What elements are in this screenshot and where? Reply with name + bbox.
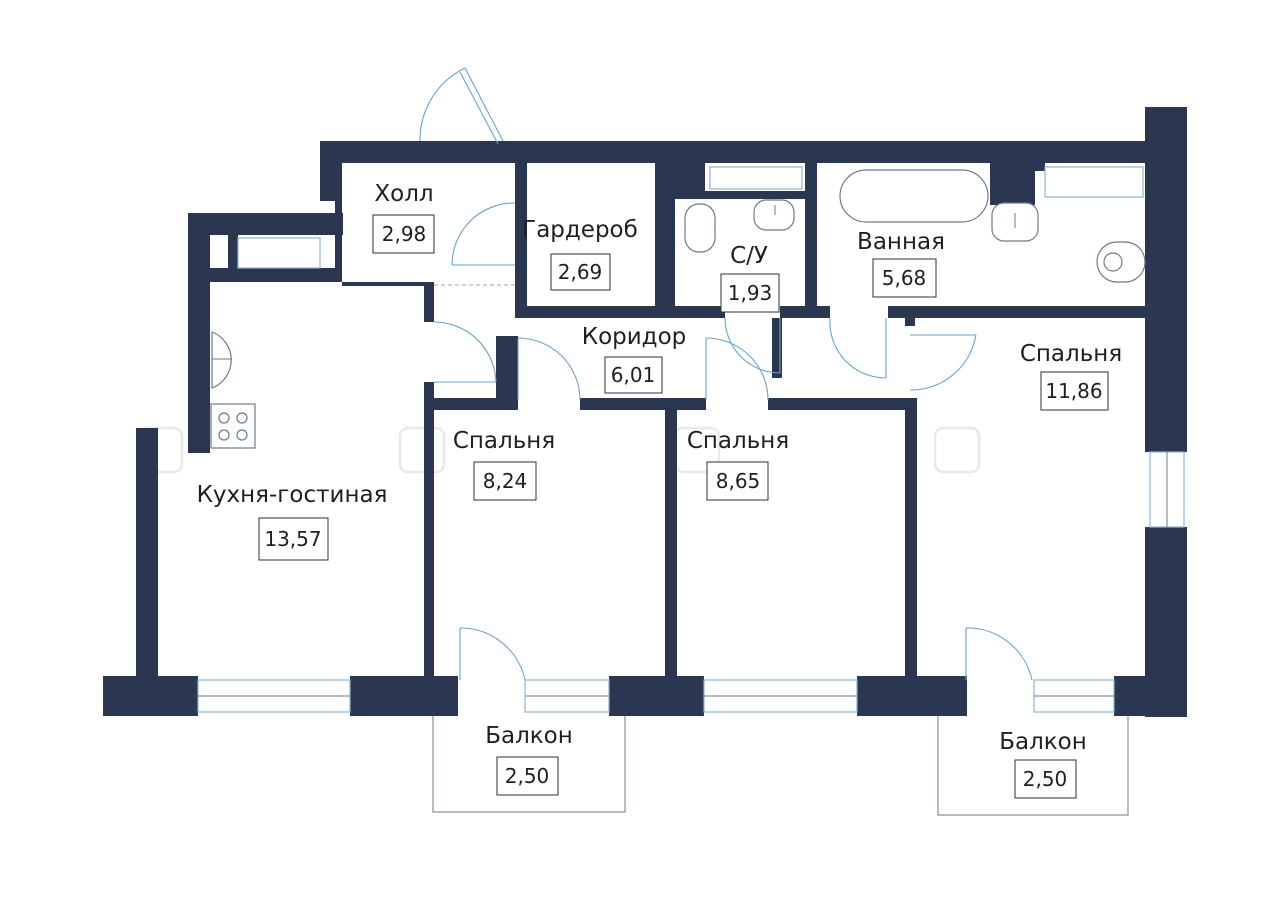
- bathtub: [839, 169, 989, 223]
- stove-icon: [210, 403, 256, 449]
- sink: [753, 199, 795, 231]
- watermarks: [136, 426, 981, 474]
- fixtures: [210, 169, 1146, 449]
- room-labels: Холл 2,98 Гардероб 2,69 С/У 1,93 Ванная …: [197, 181, 1122, 799]
- room-wc: С/У 1,93: [720, 243, 780, 313]
- room-area: 2,50: [505, 764, 550, 788]
- room-name: Холл: [374, 181, 433, 207]
- room-name: Балкон: [485, 723, 573, 749]
- room-area: 2,50: [1023, 767, 1068, 791]
- room-name: Коридор: [582, 324, 687, 350]
- room-area: 13,57: [264, 527, 321, 551]
- doors: [419, 67, 1033, 681]
- room-area: 2,69: [558, 260, 603, 284]
- room-area: 2,98: [382, 222, 427, 246]
- room-bedroom-2: Спальня 8,65: [687, 428, 789, 501]
- room-name: Спальня: [1020, 341, 1122, 367]
- room-corridor: Коридор 6,01: [582, 324, 687, 394]
- walls: [103, 107, 1187, 717]
- room-area: 1,93: [728, 281, 773, 305]
- flat-logo-icon: [136, 426, 981, 474]
- room-hall: Холл 2,98: [372, 181, 435, 254]
- room-name: Спальня: [453, 428, 555, 454]
- room-area: 8,65: [716, 469, 761, 493]
- room-kitchen-living: Кухня-гостиная 13,57: [197, 482, 388, 561]
- room-name: Спальня: [687, 428, 789, 454]
- kitchen-sink: [211, 331, 232, 389]
- room-bedroom-1: Спальня 8,24: [453, 428, 555, 501]
- room-bedroom-3: Спальня 11,86: [1020, 341, 1122, 411]
- room-balcony-1: Балкон 2,50: [485, 723, 573, 796]
- room-area: 11,86: [1045, 379, 1102, 403]
- room-bathroom: Ванная 5,68: [857, 229, 945, 298]
- windows: [197, 166, 1185, 713]
- balconies: [432, 716, 1129, 816]
- room-area: 6,01: [611, 363, 656, 387]
- room-name: Гардероб: [522, 217, 638, 243]
- room-name: С/У: [730, 243, 768, 269]
- room-balcony-2: Балкон 2,50: [999, 729, 1087, 799]
- room-area: 8,24: [483, 469, 528, 493]
- room-name: Балкон: [999, 729, 1087, 755]
- toilet: [684, 203, 716, 253]
- room-name: Кухня-гостиная: [197, 482, 388, 508]
- room-area: 5,68: [882, 266, 927, 290]
- room-name: Ванная: [857, 229, 945, 255]
- room-wardrobe: Гардероб 2,69: [522, 217, 638, 291]
